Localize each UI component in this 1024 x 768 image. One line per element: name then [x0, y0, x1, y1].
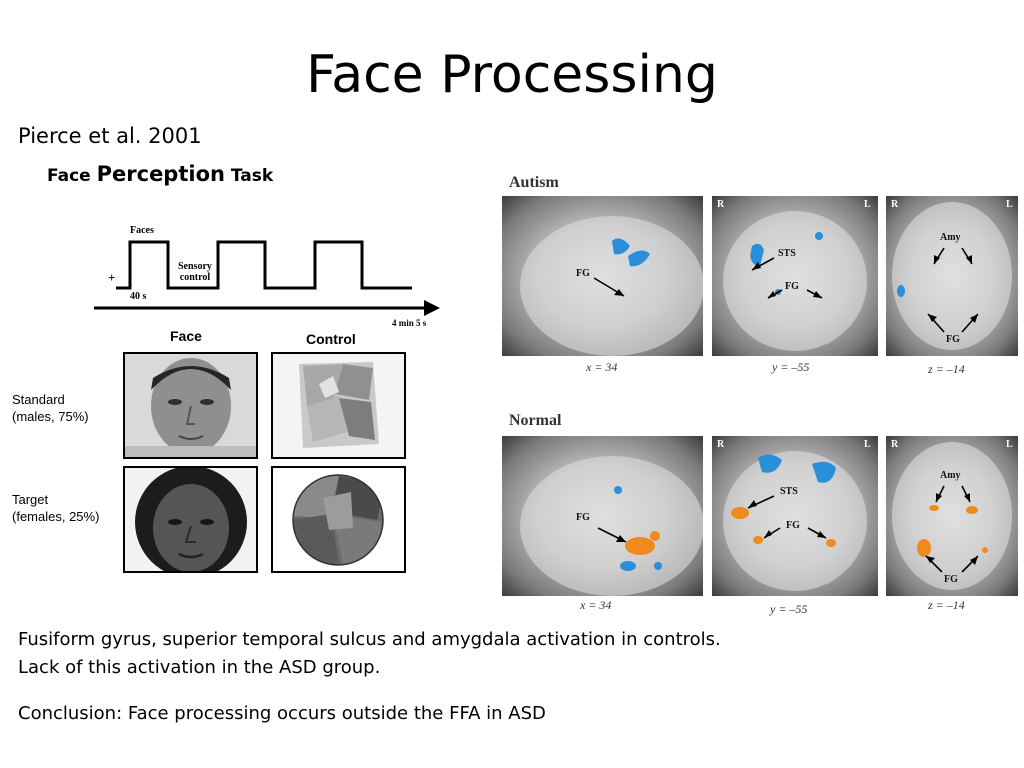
stimulus-male-face: [123, 352, 258, 459]
coord-x-normal: x = 34: [580, 598, 612, 612]
scan-label-amy: Amy: [940, 232, 961, 243]
scan-label-sts: STS: [780, 486, 798, 497]
scan-autism-coronal: R L STS FG: [712, 196, 878, 356]
row-label-standard: Standard(males, 75%): [12, 392, 89, 424]
task-title-part1: Face: [47, 166, 97, 186]
coord-z-autism: z = –14: [928, 362, 965, 376]
block-design-timeline: [94, 240, 440, 316]
row-label-target: Target(females, 25%): [12, 492, 100, 524]
scan-label-fg: FG: [576, 512, 590, 523]
stimulus-control-standard: [271, 352, 406, 459]
scrambled-circle-illustration: [273, 468, 404, 571]
side-r-label: R: [717, 439, 725, 450]
scan-autism-sagittal: FG: [502, 196, 703, 356]
finding-line-2: Lack of this activation in the ASD group…: [18, 657, 381, 678]
coord-y-autism: y = –55: [772, 360, 810, 374]
citation: Pierce et al. 2001: [18, 124, 202, 148]
scan-normal-sagittal: FG: [502, 436, 703, 596]
finding-text: Fusiform gyrus, superior temporal sulcus…: [18, 626, 721, 682]
side-r-label: R: [717, 199, 725, 210]
male-face-illustration: [125, 354, 256, 457]
timeline-total-label: 4 min 5 s: [392, 318, 427, 328]
task-title: Face Perception Task: [47, 162, 273, 186]
timeline-arrowhead: [424, 300, 440, 316]
task-title-part2: Perception: [96, 162, 225, 186]
col-head-control: Control: [306, 331, 356, 347]
scan-autism-axial: R L Amy FG: [886, 196, 1018, 356]
group-label-autism: Autism: [509, 174, 559, 191]
side-l-label: L: [864, 439, 871, 450]
task-title-part3: Task: [224, 166, 274, 186]
stimulus-control-target: [271, 466, 406, 573]
scrambled-face-illustration: [273, 354, 404, 457]
slide-title: Face Processing: [306, 45, 718, 105]
finding-line-1: Fusiform gyrus, superior temporal sulcus…: [18, 629, 721, 650]
coord-y-normal: y = –55: [770, 602, 808, 616]
scan-label-amy: Amy: [940, 470, 961, 481]
timeline-duration-label: 40 s: [130, 291, 147, 302]
side-l-label: L: [864, 199, 871, 210]
female-face-illustration: [125, 468, 256, 571]
timeline-faces-label: Faces: [130, 225, 154, 236]
side-l-label: L: [1006, 439, 1013, 450]
group-label-normal: Normal: [509, 412, 562, 429]
conclusion-text: Conclusion: Face processing occurs outsi…: [18, 703, 546, 724]
scan-label-fg: FG: [946, 334, 960, 345]
side-r-label: R: [891, 439, 899, 450]
scan-label-fg: FG: [944, 574, 958, 585]
scan-label-fg: FG: [785, 281, 799, 292]
stimulus-female-face: [123, 466, 258, 573]
col-head-face: Face: [170, 328, 202, 344]
timeline-waveform: [116, 240, 412, 290]
scan-normal-axial: R L Amy FG: [886, 436, 1018, 596]
coord-z-normal: z = –14: [928, 598, 965, 612]
scan-normal-coronal: R L STS FG: [712, 436, 878, 596]
scan-label-fg: FG: [576, 268, 590, 279]
side-l-label: L: [1006, 199, 1013, 210]
timeline-plus-label: +: [108, 270, 116, 285]
side-r-label: R: [891, 199, 899, 210]
coord-x-autism: x = 34: [586, 360, 618, 374]
scan-label-fg: FG: [786, 520, 800, 531]
scan-label-sts: STS: [778, 248, 796, 259]
